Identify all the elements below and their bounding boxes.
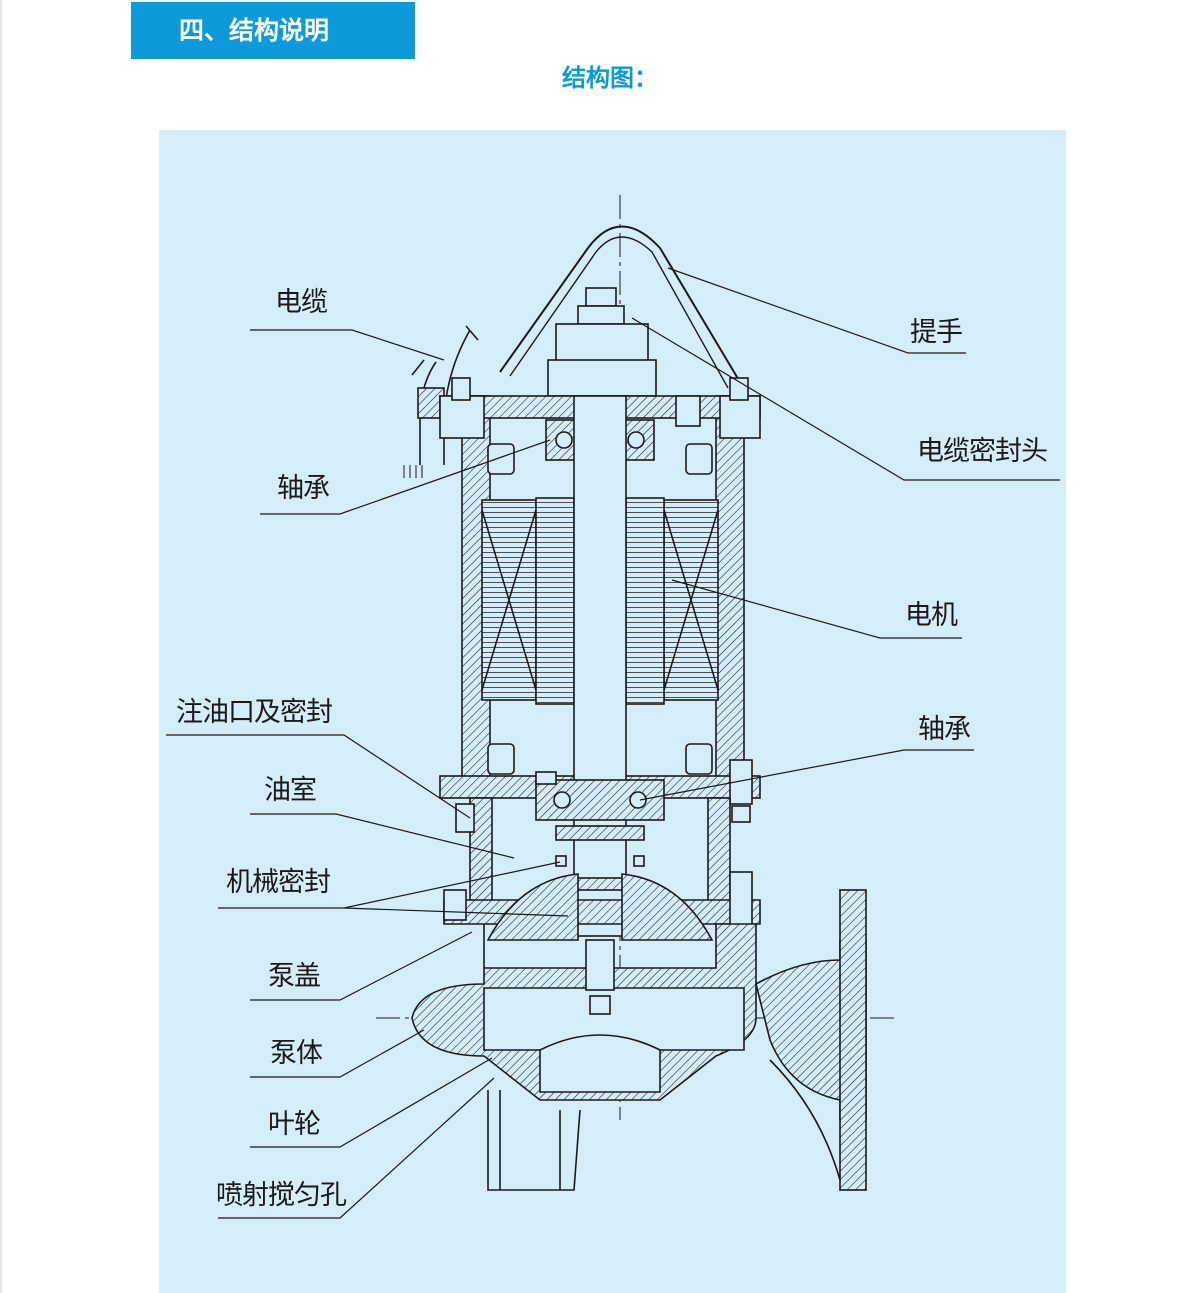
oil-chamber [455, 771, 731, 909]
lifting-handle [499, 225, 741, 389]
pump-cover [443, 871, 761, 943]
label-cable: 电缆 [275, 287, 328, 318]
section-heading: 四、结构说明 [131, 2, 415, 59]
label-mechanical-seal: 机械密封 [226, 867, 331, 898]
pump-body [411, 923, 757, 1101]
cable-seal-head [547, 287, 657, 397]
label-cable-seal-head: 电缆密封头 [917, 436, 1048, 467]
label-oil-filler: 注油口及密封 [176, 697, 333, 728]
label-jet-mixing-hole: 喷射搅匀孔 [216, 1180, 347, 1211]
label-bearing-upper: 轴承 [277, 473, 330, 504]
diagram-title: 结构图： [562, 64, 658, 92]
label-oil-chamber: 油室 [264, 775, 317, 806]
label-pump-body: 泵体 [270, 1038, 323, 1069]
label-motor: 电机 [905, 600, 958, 631]
page-left-border [0, 0, 2, 1293]
shaft [573, 395, 627, 937]
base-stand [487, 1090, 581, 1191]
leader-lines [166, 267, 1060, 1219]
discharge-flange [755, 889, 867, 1191]
label-bearing-lower: 轴承 [918, 714, 971, 745]
label-impeller: 叶轮 [268, 1109, 321, 1140]
mechanical-seal [555, 825, 645, 891]
label-handle: 提手 [910, 317, 963, 348]
stator-rotor [481, 443, 719, 775]
label-pump-cover: 泵盖 [268, 961, 321, 992]
pump-structure-drawing [166, 195, 1060, 1219]
